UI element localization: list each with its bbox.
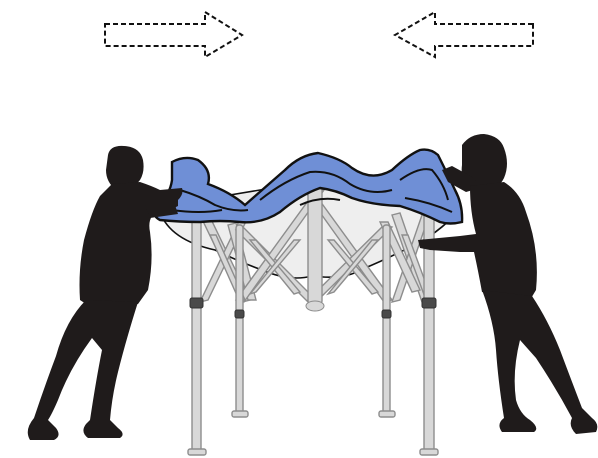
canopy-top: [153, 148, 464, 225]
push-left-arrow-icon: [392, 10, 534, 59]
canopy-folds: [171, 168, 453, 213]
push-right-arrow-icon: [104, 10, 244, 59]
left-person-silhouette: [27, 145, 183, 440]
right-person-silhouette: [418, 134, 598, 434]
tent-frame: [187, 184, 439, 456]
